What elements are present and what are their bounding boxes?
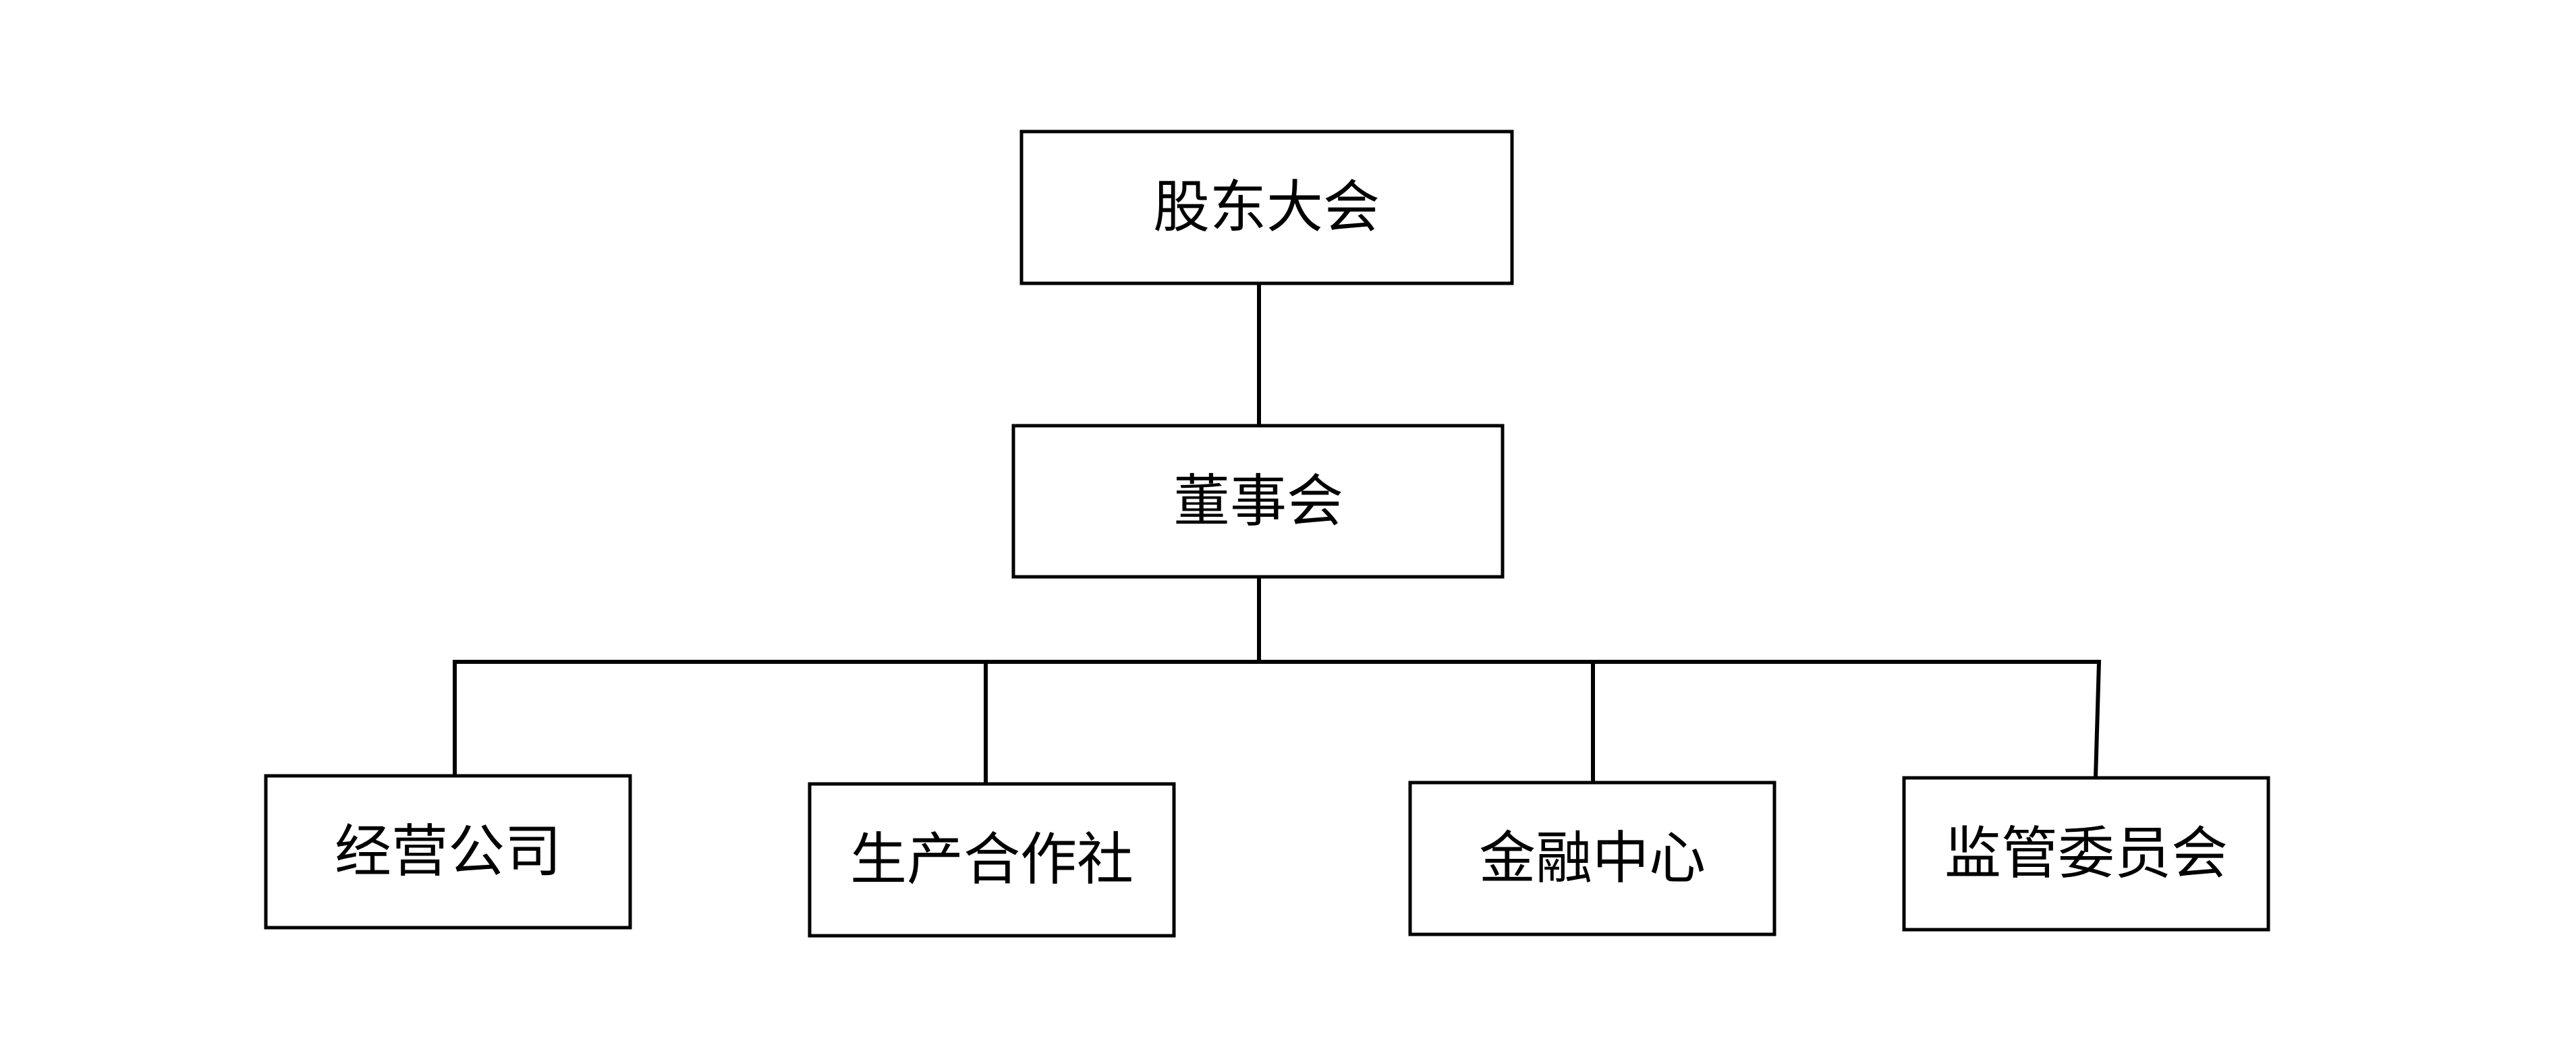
node-label-board: 董事会	[1173, 468, 1343, 534]
node-box	[1019, 130, 1514, 285]
node-box	[1408, 781, 1776, 936]
connector-supervisory-committee	[2093, 659, 2102, 781]
node-label-operating-company: 经营公司	[335, 818, 561, 884]
node-label-shareholders: 股东大会	[1153, 174, 1380, 240]
node-finance-center: 金融中心	[1408, 781, 1776, 936]
node-box	[264, 774, 632, 930]
node-label-supervisory-committee: 监管委员会	[1944, 820, 2228, 886]
node-shareholders: 股东大会	[1019, 130, 1514, 285]
node-label-cooperative: 生产合作社	[850, 826, 1133, 893]
node-box	[1902, 776, 2270, 932]
node-operating-company: 经营公司	[264, 774, 632, 930]
node-box	[1011, 424, 1505, 579]
connectors	[453, 282, 2102, 786]
node-supervisory-committee: 监管委员会	[1902, 776, 2270, 932]
node-cooperative: 生产合作社	[808, 782, 1176, 938]
node-board: 董事会	[1011, 424, 1505, 579]
node-label-finance-center: 金融中心	[1479, 825, 1706, 891]
node-box	[808, 782, 1176, 938]
